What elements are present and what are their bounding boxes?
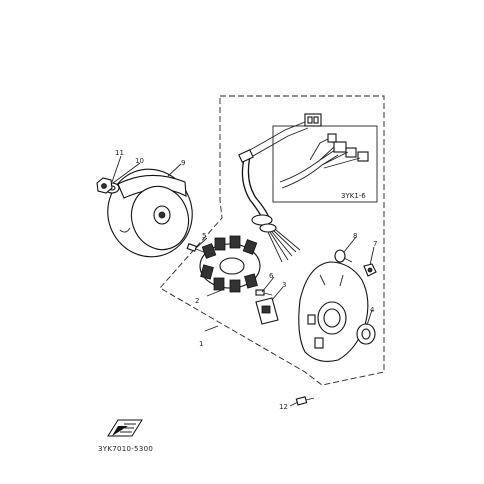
callout-4: 4 [370, 306, 375, 314]
inset-label: 3YK1-6 [341, 192, 366, 200]
leader-lines [111, 155, 375, 407]
rotor-flywheel [107, 168, 193, 258]
wire-harness [238, 113, 322, 263]
inset-connector-detail [279, 133, 369, 189]
stator-base-plate [298, 261, 369, 362]
stator-coil [199, 235, 261, 293]
inset-box [272, 125, 378, 203]
clamp-8 [334, 249, 353, 263]
callout-2: 2 [195, 297, 199, 305]
callout-1: 1 [199, 340, 203, 348]
callout-10: 10 [135, 157, 144, 165]
nut [96, 177, 113, 194]
callout-8: 8 [353, 232, 357, 240]
main-connector [304, 113, 322, 127]
screw-5 [186, 243, 207, 254]
bolt-7 [363, 263, 377, 277]
front-arrow-icon [107, 419, 143, 437]
callout-3: 3 [282, 281, 286, 289]
pickup-coil [255, 297, 279, 325]
oil-seal [356, 323, 376, 345]
callout-6: 6 [269, 272, 274, 280]
screw-12 [295, 396, 315, 406]
callout-11: 11 [115, 149, 124, 157]
callout-7: 7 [373, 240, 377, 248]
drawing-code: 3YK7010-5300 [98, 445, 153, 453]
callout-9: 9 [181, 159, 185, 167]
screw-6 [255, 289, 273, 296]
callout-12: 12 [279, 403, 288, 411]
callout-5: 5 [202, 232, 206, 240]
assembly-boundary [159, 95, 385, 386]
